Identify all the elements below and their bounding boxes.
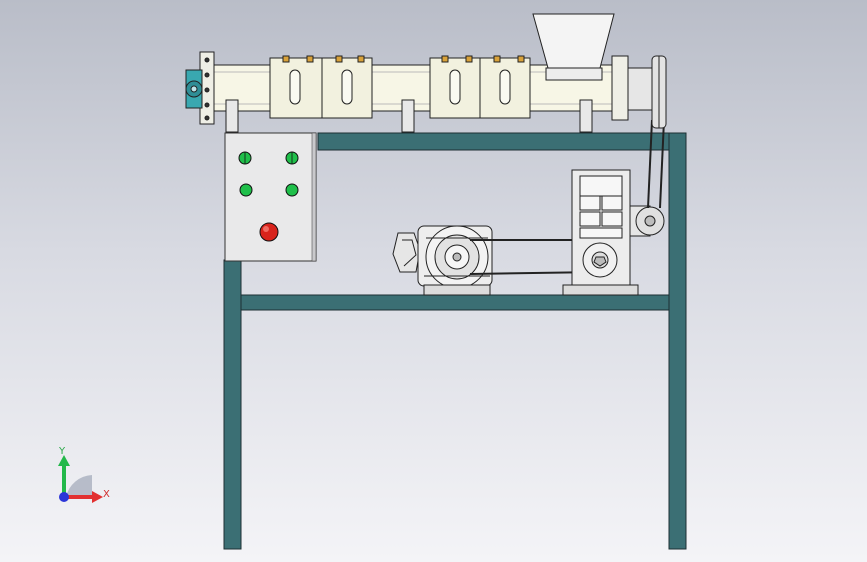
start-button-right[interactable] <box>285 183 299 197</box>
emergency-stop-button[interactable] <box>259 222 279 242</box>
upper-drive-belt <box>647 119 665 209</box>
gearbox[interactable] <box>562 169 665 296</box>
electric-motor[interactable] <box>392 225 493 296</box>
y-axis-label: Y <box>58 446 66 457</box>
coordinate-triad: Y X <box>58 446 110 503</box>
axis-origin-icon <box>59 492 69 502</box>
support-frame[interactable] <box>223 132 687 550</box>
control-box[interactable] <box>224 132 317 262</box>
start-button-left[interactable] <box>239 183 253 197</box>
feed-hopper[interactable] <box>532 13 615 81</box>
x-axis-label: X <box>103 489 110 500</box>
